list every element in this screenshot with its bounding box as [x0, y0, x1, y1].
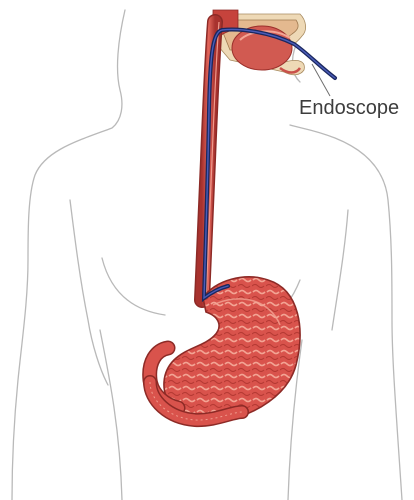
- endoscope-label: Endoscope: [299, 97, 399, 120]
- stomach: [150, 277, 300, 421]
